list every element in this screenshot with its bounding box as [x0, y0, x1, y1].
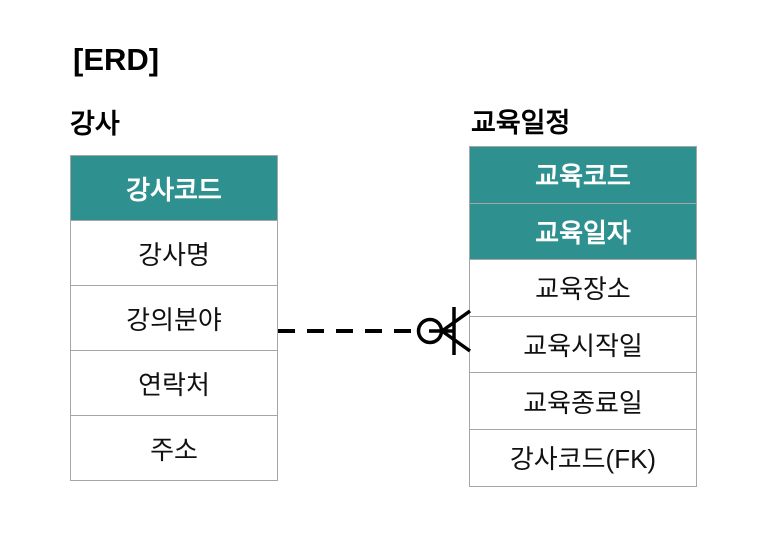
entity-field: 교육종료일	[469, 372, 697, 430]
entity-key-field: 교육일자	[469, 202, 697, 261]
crow-foot-bottom-prong-icon	[440, 329, 472, 353]
entity-field: 주소	[70, 415, 278, 481]
entity-field: 강사명	[70, 220, 278, 286]
entity-label-instructor: 강사	[70, 109, 120, 139]
page-title: [ERD]	[73, 42, 160, 77]
crow-foot-top-prong-icon	[440, 309, 472, 333]
entity-field: 강사코드(FK)	[469, 428, 697, 487]
entity-key-field: 강사코드	[70, 155, 278, 221]
entity-field: 교육시작일	[469, 315, 697, 374]
entity-field: 강의분야	[70, 285, 278, 351]
entity-field: 연락처	[70, 350, 278, 416]
entity-label-schedule: 교육일정	[471, 108, 571, 138]
